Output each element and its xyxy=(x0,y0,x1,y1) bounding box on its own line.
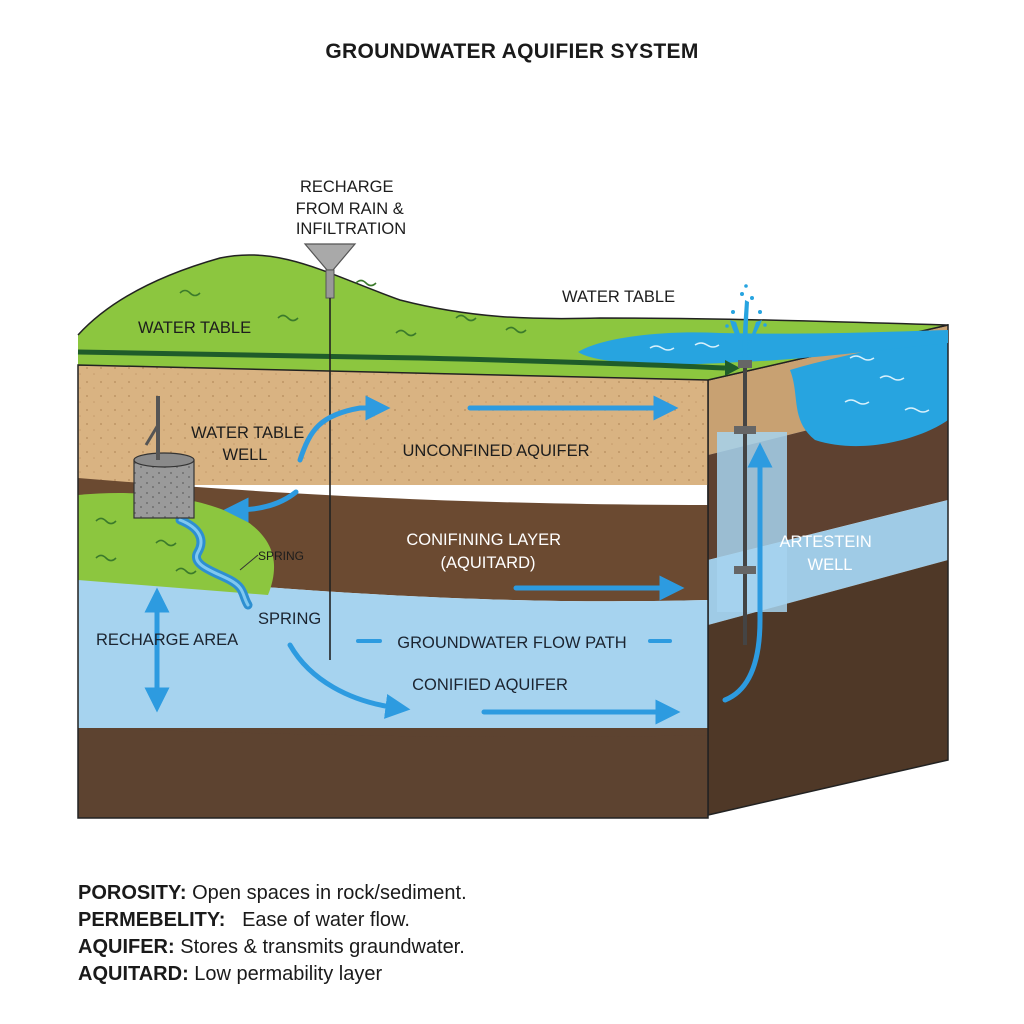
confined-aquifer-layer xyxy=(78,570,708,735)
spring-small-label: SPRING xyxy=(258,549,304,563)
glossary-definition: Open spaces in rock/sediment. xyxy=(186,882,467,904)
confined-aquifer-label: CONIFIED AQUIFER xyxy=(412,676,568,694)
glossary-definition: Stores & transmits graundwater. xyxy=(174,936,465,958)
flow-to-well-arrow xyxy=(223,489,299,523)
lake xyxy=(578,330,948,365)
diagram-title: GROUNDWATER AQUIFIER SYSTEM xyxy=(325,40,699,63)
glossary-definition: Low permability layer xyxy=(188,963,383,985)
artesian-well-label: ARTESTEIN WELL xyxy=(780,533,877,574)
water-table-label-left: WATER TABLE xyxy=(138,319,251,337)
unconfined-flow-arrow-curved xyxy=(297,395,391,463)
fountain-spray xyxy=(725,284,767,358)
glossary-definition: Ease of water flow. xyxy=(225,909,410,931)
glossary: POROSITY: Open spaces in rock/sediment. … xyxy=(78,880,467,988)
grass-tufts xyxy=(95,279,527,575)
water-table-label-right: WATER TABLE xyxy=(562,288,675,306)
unconfined-aquifer-label: UNCONFINED AQUIFER xyxy=(402,442,589,460)
glossary-term: POROSITY: xyxy=(78,882,187,904)
glossary-row: POROSITY: Open spaces in rock/sediment. xyxy=(78,880,467,907)
spring-label: SPRING xyxy=(258,610,321,628)
recharge-funnel-icon xyxy=(303,243,357,660)
top-surface xyxy=(77,254,949,575)
front-face xyxy=(77,364,709,819)
flow-arrows xyxy=(144,395,773,725)
groundwater-flow-path-label: GROUNDWATER FLOW PATH xyxy=(397,634,626,652)
recharge-area-label: RECHARGE AREA xyxy=(96,631,238,649)
glossary-term: PERMEBELITY: xyxy=(78,909,226,931)
lake-waves xyxy=(649,342,930,413)
artesian-rise-arrow xyxy=(722,442,773,703)
glossary-row: AQUIFER: Stores & transmits graundwater. xyxy=(78,934,467,961)
glossary-term: AQUIFER: xyxy=(78,936,175,958)
lake-side xyxy=(790,335,948,447)
water-table-well-label: WATER TABLE WELL xyxy=(191,424,309,464)
spring-leader-line xyxy=(239,554,259,571)
confining-layer-label: CONIFINING LAYER (AQUITARD) xyxy=(406,531,565,572)
glossary-row: PERMEBELITY: Ease of water flow. xyxy=(78,907,467,934)
glossary-row: AQUITARD: Low permability layer xyxy=(78,961,467,988)
recharge-rain-label: RECHARGE FROM RAIN & INFILTRATION xyxy=(296,178,409,238)
glossary-term: AQUITARD: xyxy=(78,963,189,985)
water-table-well xyxy=(133,396,195,519)
water-table-line xyxy=(77,349,726,371)
confined-flow-arrow-curved xyxy=(287,642,411,719)
